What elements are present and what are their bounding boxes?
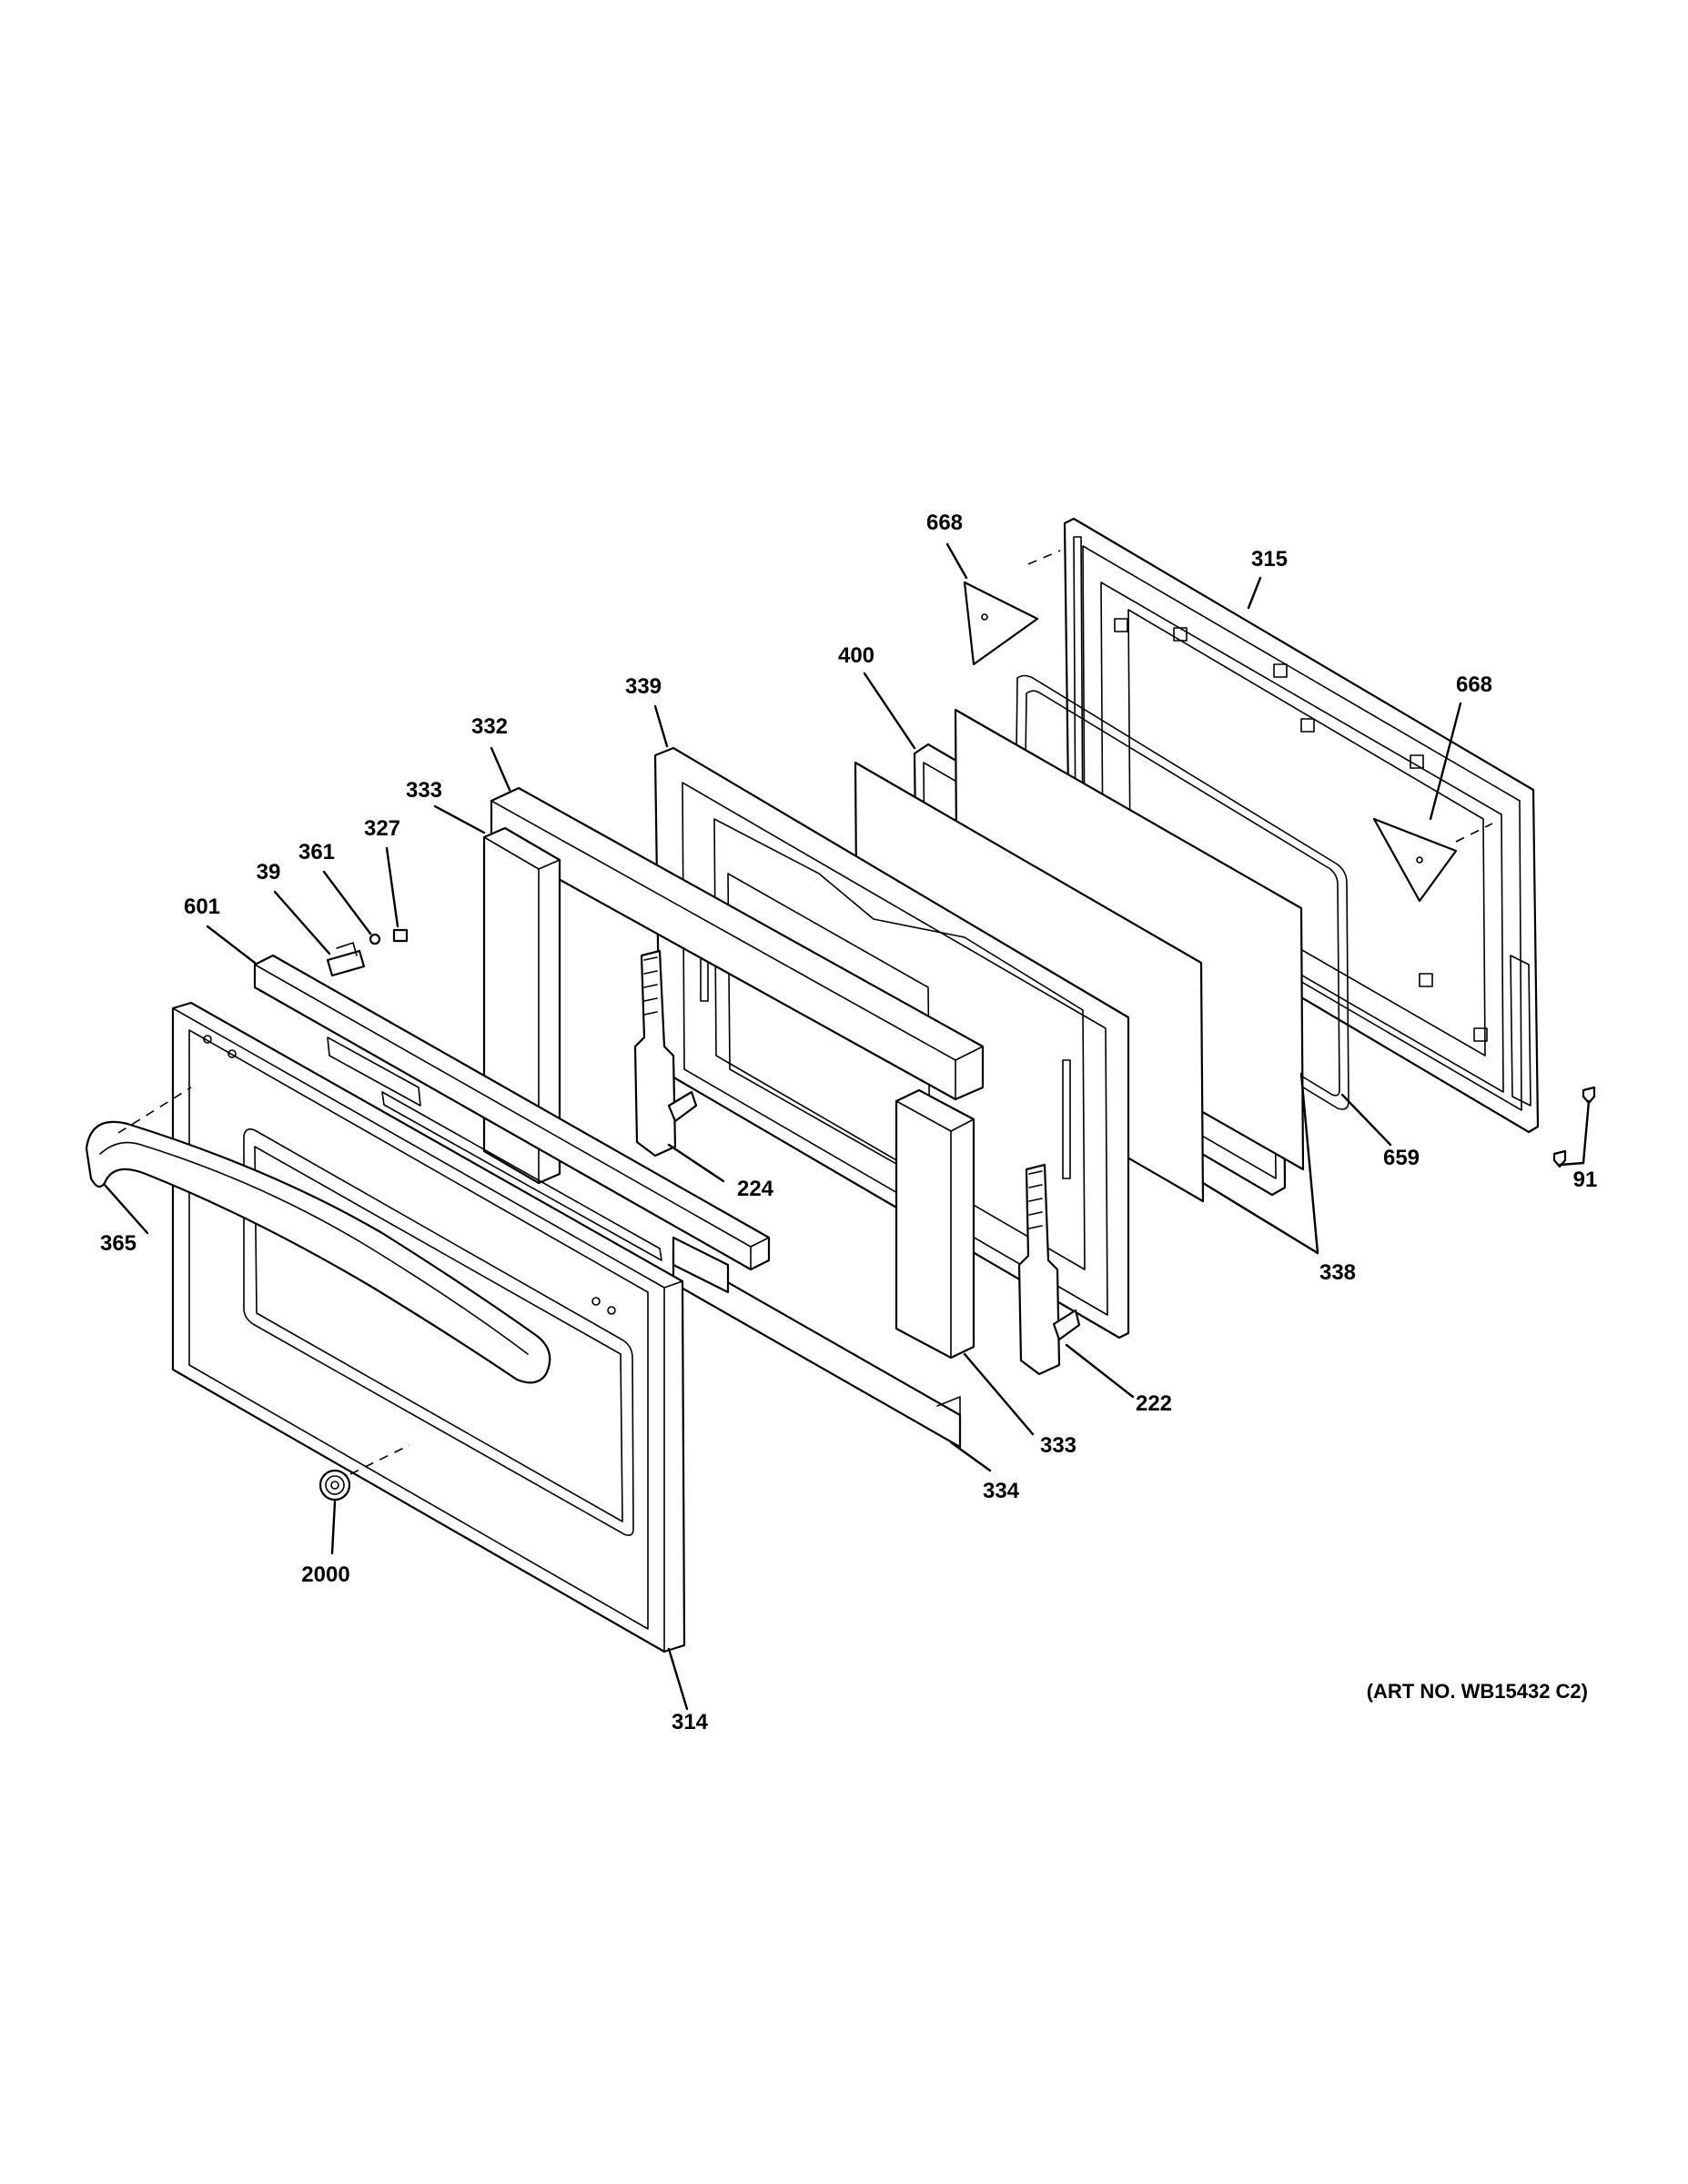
callout-327: 327 xyxy=(364,816,400,841)
callout-222: 222 xyxy=(1136,1391,1172,1416)
art-number: (ART NO. WB15432 C2) xyxy=(1367,1680,1588,1703)
callout-668-top: 668 xyxy=(926,511,963,535)
leader-lines xyxy=(103,542,1591,1711)
callout-334: 334 xyxy=(983,1479,1020,1503)
callout-601: 601 xyxy=(184,895,220,919)
insulation-pad-668-top xyxy=(963,550,1061,666)
insulation-pad-668-right xyxy=(1372,817,1493,903)
badge-2000 xyxy=(318,1444,410,1502)
callout-400: 400 xyxy=(838,643,874,668)
callout-39: 39 xyxy=(257,860,281,885)
callout-labels: 668 315 668 339 400 332 333 327 361 39 6… xyxy=(100,511,1597,1734)
callout-332: 332 xyxy=(471,714,508,739)
callout-333-right: 333 xyxy=(1040,1433,1076,1458)
outer-door-panel-314 xyxy=(171,1001,686,1653)
callout-659: 659 xyxy=(1383,1146,1420,1170)
screw-361 xyxy=(369,933,381,945)
side-insulation-333-right xyxy=(895,1088,975,1360)
callout-361: 361 xyxy=(298,840,335,864)
hinge-222 xyxy=(1017,1163,1081,1376)
callout-315: 315 xyxy=(1251,547,1288,571)
callout-333-left: 333 xyxy=(406,778,442,803)
vent-trim-601 xyxy=(253,954,771,1294)
bracket-39 xyxy=(326,942,366,977)
hinge-224 xyxy=(633,949,698,1158)
screws-91 xyxy=(1552,1086,1596,1168)
callout-314: 314 xyxy=(672,1710,709,1734)
callout-224: 224 xyxy=(737,1177,774,1201)
callout-365: 365 xyxy=(100,1231,136,1256)
callout-339: 339 xyxy=(625,674,662,699)
callout-2000: 2000 xyxy=(301,1562,349,1587)
insulation-strip-334 xyxy=(672,1249,962,1449)
callout-338: 338 xyxy=(1319,1260,1356,1285)
callout-91: 91 xyxy=(1573,1168,1598,1192)
door-handle-365 xyxy=(85,1087,551,1384)
callout-668-right: 668 xyxy=(1456,672,1492,697)
clip-327 xyxy=(392,928,409,943)
